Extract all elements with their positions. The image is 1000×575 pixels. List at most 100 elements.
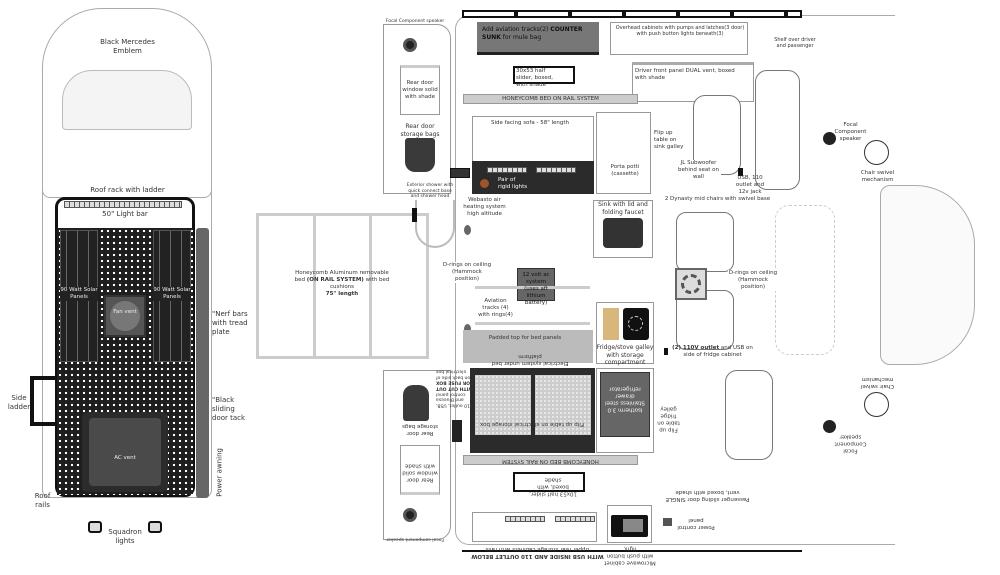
rigid-lights-label: Pair of rigid lights <box>498 177 528 190</box>
porta-potti-cabinet[interactable] <box>596 112 651 194</box>
swivel-label: Chair swivel mechanism <box>860 170 895 183</box>
padded-label: Padded top for bed panels <box>488 335 562 341</box>
rear-window-bottom <box>400 445 440 495</box>
ac-vent-inner <box>89 418 161 486</box>
dring-icon <box>464 225 471 235</box>
usb-outlet-icon <box>738 168 743 176</box>
subwoofer-label: JL Subwoofer behind seat on wall <box>676 160 721 181</box>
passenger-seat-bottom[interactable] <box>725 370 773 460</box>
sofa-label: Side facing sofa - 58" length <box>490 120 570 126</box>
control-text: on back side of electrical box <box>436 368 471 380</box>
side-ladder-label: Side ladder <box>7 394 31 411</box>
control-panel[interactable] <box>452 420 462 442</box>
light-bar <box>64 201 182 208</box>
power-panel-label: Power control panel <box>677 516 715 530</box>
bed-panel <box>259 216 316 356</box>
overhead-cabinets[interactable] <box>610 22 748 55</box>
roof-rack-side-top <box>462 10 802 18</box>
swivel-chair-top[interactable] <box>676 212 734 272</box>
swivel-icon[interactable] <box>864 140 889 165</box>
tracks-text-bold: COUNTER SUNK <box>482 26 583 41</box>
awning-label: Power awning <box>215 448 224 497</box>
speaker-icon <box>403 38 417 52</box>
squadron-lights-label: Squadron lights <box>108 528 142 545</box>
dring-icon <box>464 324 471 334</box>
fan-icon <box>675 268 707 300</box>
flip-fridge-label: Flip up table on fridge galley <box>657 405 680 433</box>
porta-potti-label: Porta potti (cassette) <box>610 164 640 177</box>
squadron-light-right <box>148 521 162 533</box>
speaker-icon <box>403 508 417 522</box>
cabinet-vent <box>505 516 545 522</box>
storage-bag <box>403 385 429 421</box>
sofa-vent <box>536 167 576 173</box>
rear-door-speaker-label-bottom: Focal component speaker <box>386 536 444 542</box>
emblem-label: Black Mercedes Emblem <box>100 38 155 55</box>
door-track-label: "Black sliding door tack <box>212 396 246 422</box>
outlet-icon <box>664 348 668 355</box>
upper-cab-text: Upper rear storage cabinets with rails <box>485 545 590 552</box>
roof-rails-label: Roof rails <box>34 492 51 509</box>
microwave-window <box>623 519 643 532</box>
half-slider-window <box>513 66 575 84</box>
sofa-base <box>472 161 594 194</box>
stove-icon[interactable] <box>623 308 649 340</box>
electrical-label: Electrical system under bed platform <box>491 352 569 366</box>
front-speaker-label: Focal Component speaker <box>834 122 867 142</box>
fridge-drawer[interactable] <box>600 372 650 437</box>
cabinet-vent <box>555 516 595 522</box>
tracks-text: for mule bag <box>500 33 542 41</box>
control-text: 110 outlet, USB, and Blueesa control pan… <box>436 391 473 408</box>
roof-rack-label: Roof rack with ladder <box>90 186 165 194</box>
outlet-bold: (2) 110V outlet <box>672 345 720 351</box>
passenger-door-label: Passenger sliding door SINGLE vent, boxe… <box>665 488 750 502</box>
solar-right-label: 90 Watt Solar Panels <box>153 287 191 301</box>
cutting-board <box>603 308 619 340</box>
fan-blades <box>681 274 701 294</box>
rear-door-speaker-label: Focal Component speaker <box>385 19 445 24</box>
aviation-track <box>475 322 590 325</box>
swivel-label-bottom: Chair swivel mechanism <box>860 375 895 389</box>
nerf-bars-label: "Nerf bars with tread plate <box>212 310 248 336</box>
upper-cab-bold: WITH USB INSIDE AND 110 OUTLET BELOW <box>471 552 604 559</box>
sofa-vent <box>487 167 527 173</box>
bed-rail-top: HONEYCOMB BED ON RAIL SYSTEM <box>463 94 638 104</box>
fridge-label: Isotherm 3.0 Stainless steel drawer refr… <box>605 385 645 413</box>
microwave-label: Microwave cabinet with push button light <box>604 545 656 566</box>
usb-label: USB, 110 outlet and 12v jack <box>735 175 765 195</box>
light-bar-label: 50" Light bar <box>102 210 148 218</box>
rear-window-top <box>400 65 440 115</box>
bed-label-line: Honeycomb Aluminum removable bed <box>294 270 389 283</box>
control-panel-label: 110 outlet, USB, and Blueesa control pan… <box>436 368 476 408</box>
sink[interactable] <box>603 218 643 248</box>
fan-vent <box>104 295 146 337</box>
removable-bed <box>256 213 429 359</box>
power-panel-icon[interactable] <box>663 518 672 526</box>
aviation-tracks-label: Add aviation tracks(2) COUNTER SUNK for … <box>482 26 592 41</box>
electrical-lid-right <box>535 375 591 435</box>
shelf-label: Shelf over driver and passenger <box>774 37 816 50</box>
front-speaker-icon <box>823 132 836 145</box>
shower-connector <box>450 168 470 178</box>
rigid-light-icon <box>480 179 489 188</box>
front-speaker-icon <box>823 420 836 433</box>
solar-left-label: 90 Watt Solar Panels <box>60 287 98 301</box>
outlet-text: and USB on side of fridge cabinet <box>683 345 753 358</box>
windshield <box>62 70 192 130</box>
swivel-icon[interactable] <box>864 392 889 417</box>
microwave[interactable] <box>611 515 648 537</box>
side-ladder <box>30 376 55 426</box>
ac-vent <box>82 412 168 492</box>
burner <box>628 316 643 331</box>
van-nose <box>880 185 975 365</box>
chairs-label: 2 Dynasty mid chairs with swivel base <box>664 196 771 202</box>
half-slider-label: 30x53 half slider, boxed, with shade <box>516 68 553 88</box>
ac-unit <box>517 268 555 301</box>
bed-label-bold: (ON RAIL SYSTEM) <box>306 276 364 283</box>
passenger-front-seat[interactable] <box>755 70 800 190</box>
fan-circle <box>110 301 140 331</box>
flip-electrical-label: Flip up table on electrical storage box <box>480 420 584 427</box>
rear-bags-label-bottom: Rear door storage bags <box>402 422 438 436</box>
padded-top <box>463 330 593 363</box>
